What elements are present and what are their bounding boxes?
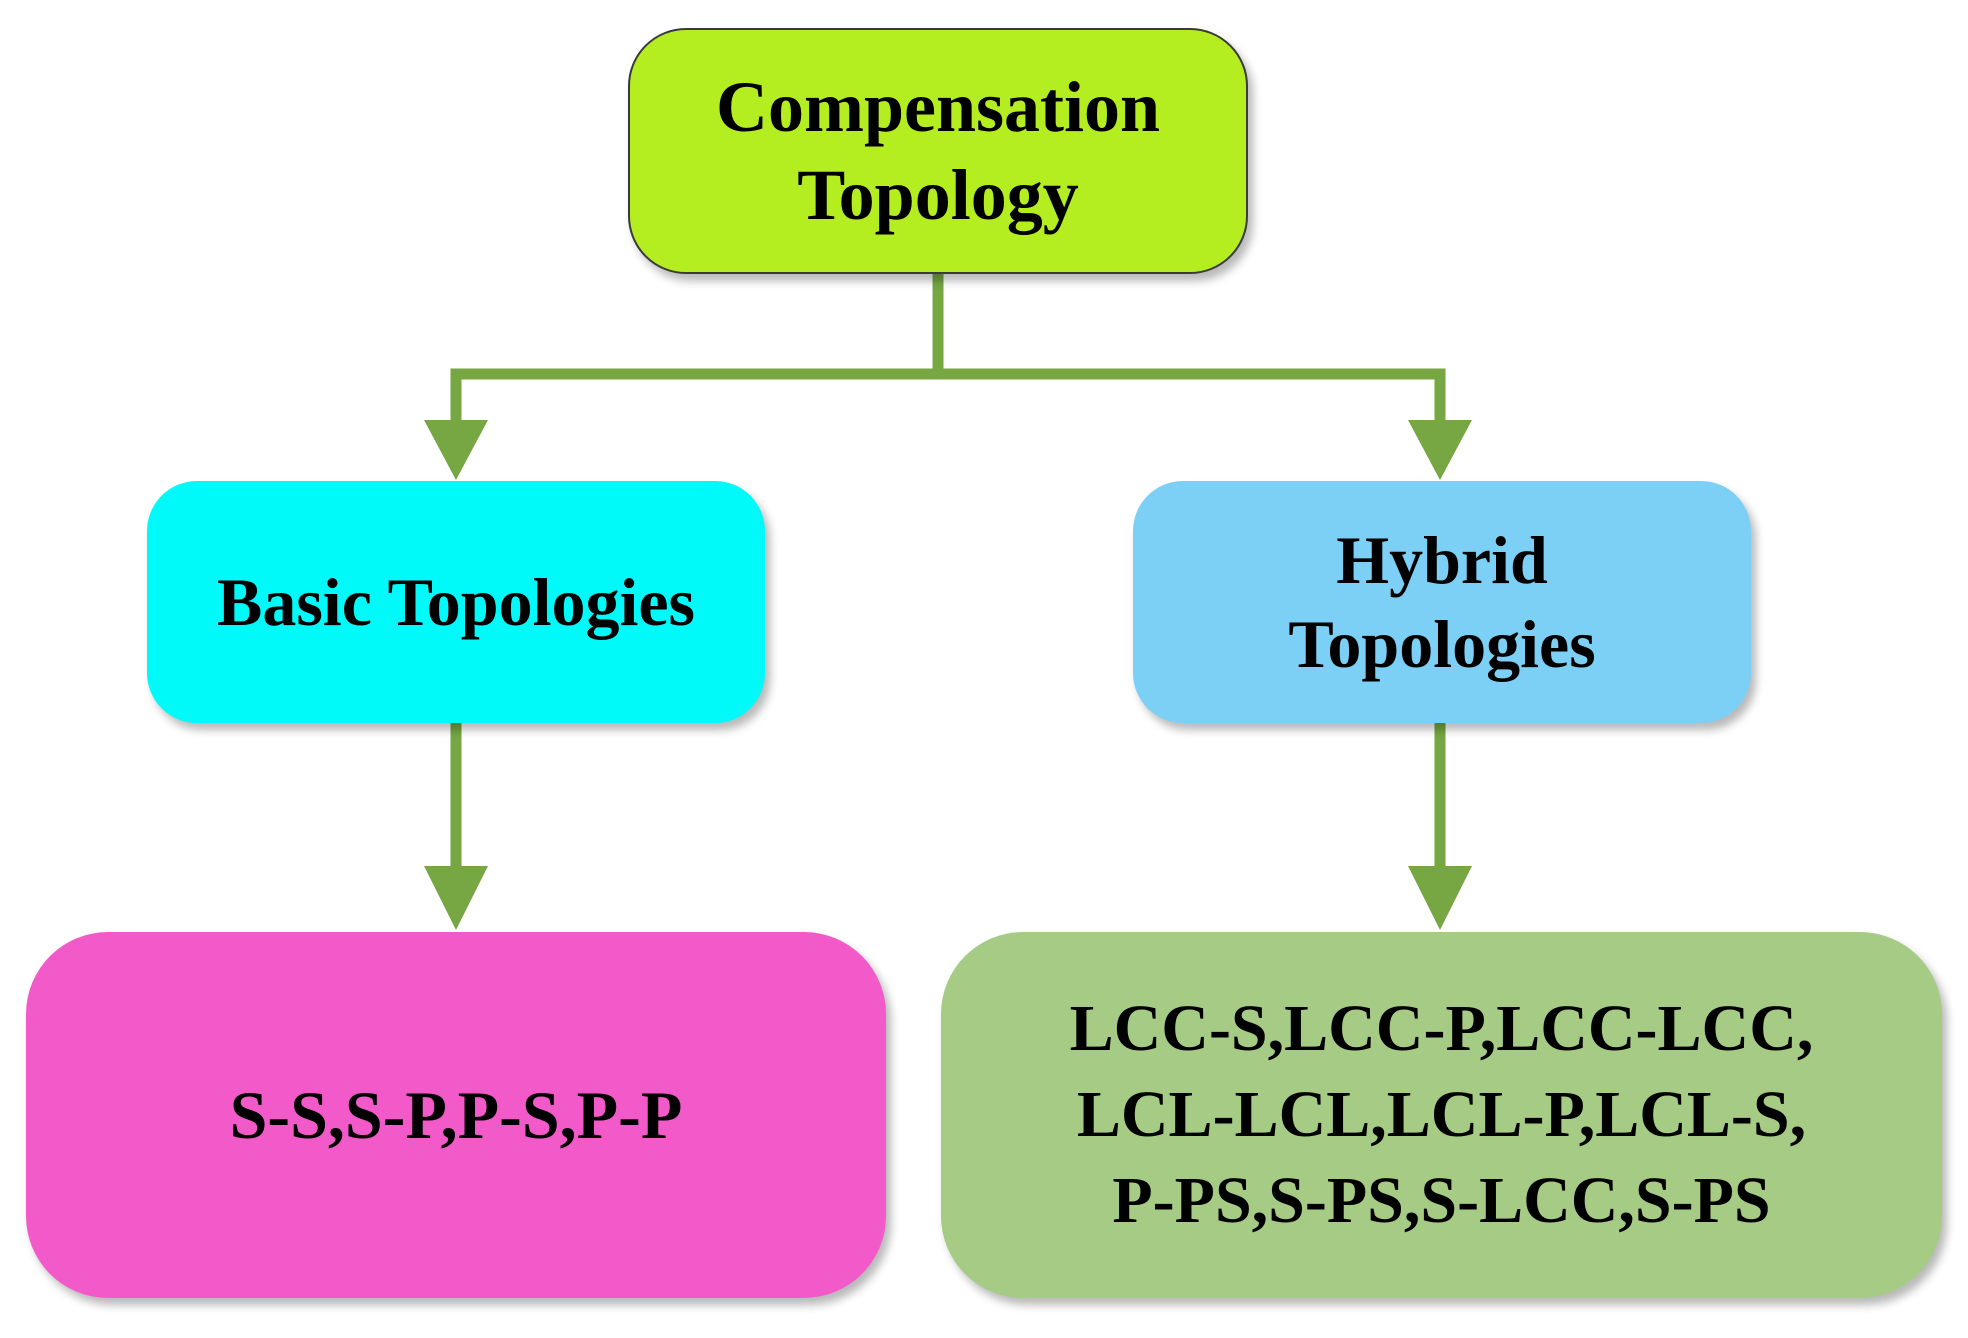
node-label-line: Hybrid — [1336, 522, 1548, 598]
node-label-line: Compensation — [715, 67, 1161, 147]
node-compensation-topology: Compensation Topology — [628, 28, 1248, 274]
arrowhead-hybrid-list — [1408, 866, 1472, 930]
node-hybrid-topologies: Hybrid Topologies — [1133, 481, 1751, 723]
node-label-line: LCC-S,LCC-P,LCC-LCC, — [1069, 992, 1814, 1065]
node-basic-topologies: Basic Topologies — [147, 481, 765, 723]
node-label-line: Basic Topologies — [216, 564, 696, 640]
arrowhead-basic-list — [424, 866, 488, 930]
node-label-line: P-PS,S-PS,S-LCC,S-PS — [1112, 1164, 1771, 1237]
node-label-line: Topologies — [1288, 606, 1596, 682]
node-basic-topology-list: S-S,S-P,P-S,P-P — [26, 932, 886, 1298]
node-label-line: Topology — [797, 155, 1079, 235]
node-label-line: S-S,S-P,P-S,P-P — [229, 1077, 683, 1153]
arrowhead-hybrid — [1408, 420, 1472, 480]
node-hybrid-topology-list: LCC-S,LCC-P,LCC-LCC, LCL-LCL,LCL-P,LCL-S… — [941, 932, 1942, 1298]
node-label-line: LCL-LCL,LCL-P,LCL-S, — [1076, 1078, 1807, 1151]
arrowhead-basic — [424, 420, 488, 480]
